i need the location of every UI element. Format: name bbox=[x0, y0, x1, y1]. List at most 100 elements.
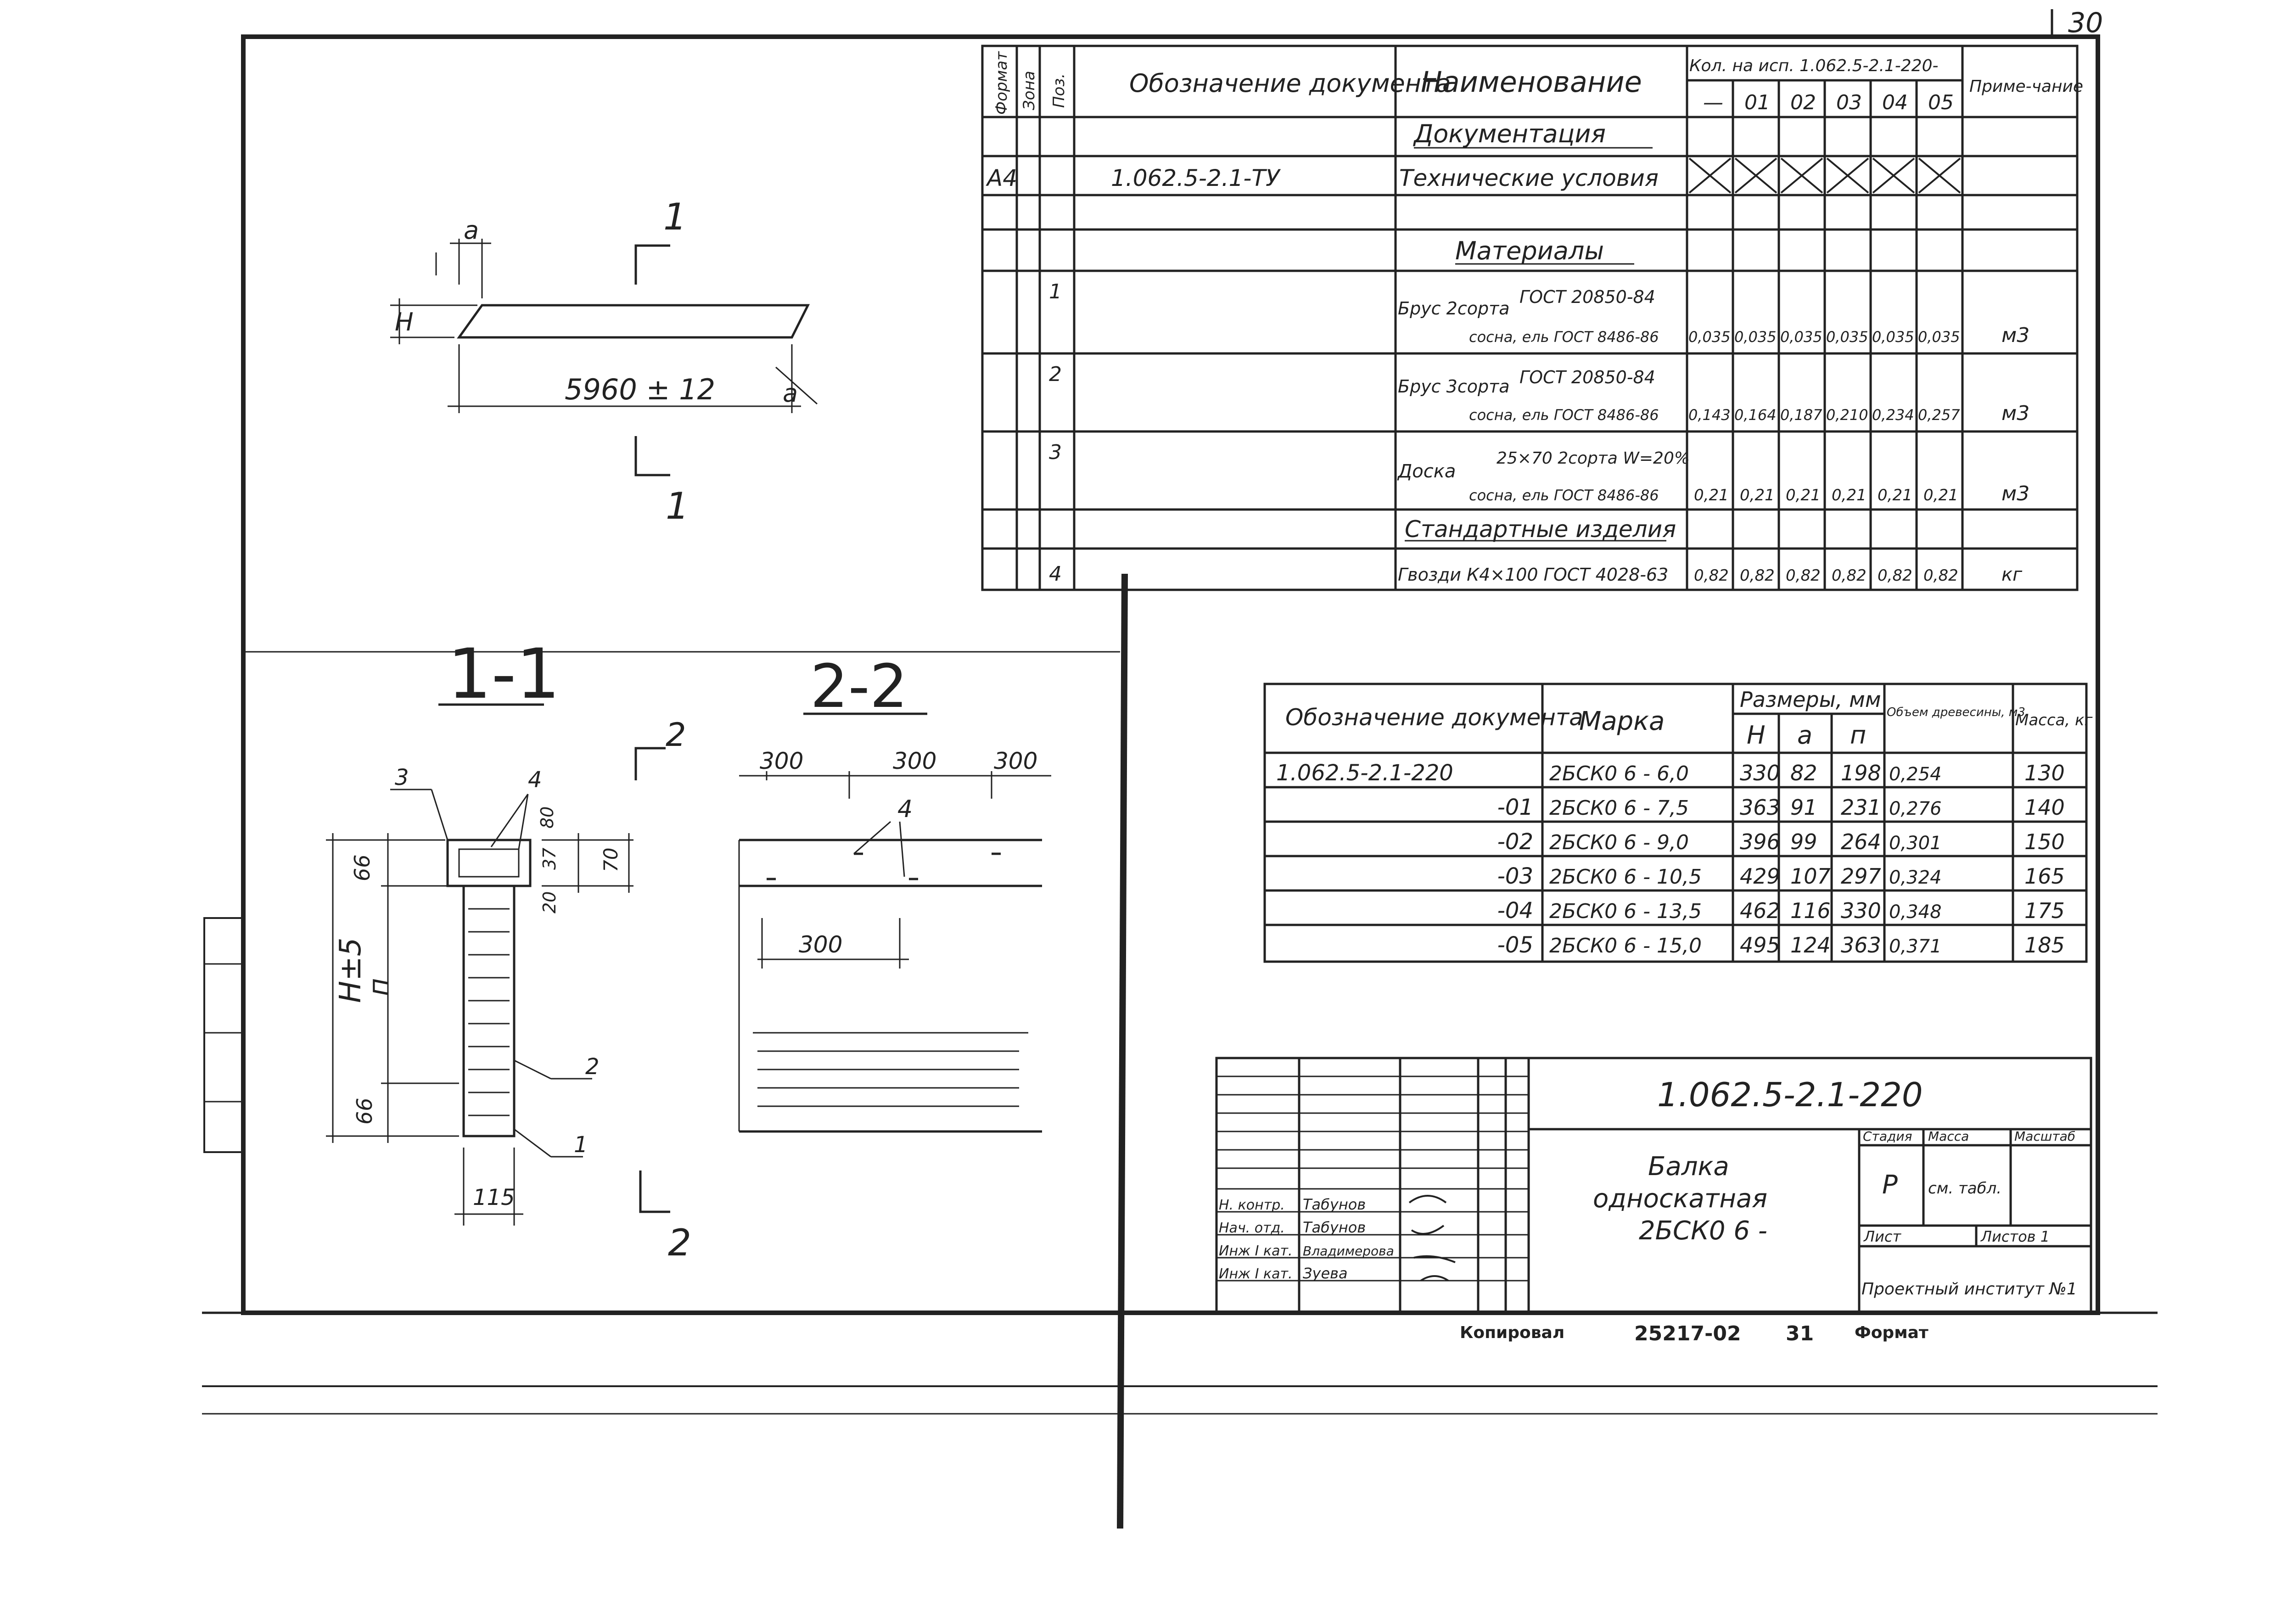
dims-cell-des: -03 bbox=[1497, 863, 1533, 889]
row-4-qty-2: 0,82 bbox=[1786, 566, 1821, 585]
row-2-qty-3: 0,210 bbox=[1826, 406, 1868, 424]
row-1-unit: м3 bbox=[2001, 324, 2029, 347]
section-materials: Материалы bbox=[1455, 236, 1604, 265]
qty-col-1: 01 bbox=[1744, 91, 1770, 114]
dim-300-a: 300 bbox=[760, 748, 803, 774]
dims-cell-a: 99 bbox=[1790, 829, 1817, 854]
signatures bbox=[1408, 1195, 1456, 1282]
pos-1: 1 bbox=[1049, 280, 1062, 303]
dims-cell-mass: 165 bbox=[2024, 864, 2065, 889]
role-2: Нач. отд. bbox=[1219, 1220, 1285, 1236]
row-2-qty-4: 0,234 bbox=[1872, 406, 1914, 424]
row-4-qty-0: 0,82 bbox=[1694, 566, 1729, 585]
row-3-qty-3: 0,21 bbox=[1832, 486, 1867, 504]
row-2-std: ГОСТ 20850-84 bbox=[1519, 367, 1655, 387]
row-4-qty-4: 0,82 bbox=[1878, 566, 1912, 585]
dims-header-sizes: Размеры, мм bbox=[1740, 687, 1881, 712]
qty-col-5: 05 bbox=[1928, 91, 1954, 114]
elev-a-top: а bbox=[464, 216, 479, 245]
pos-label-4-sec1: 4 bbox=[528, 767, 542, 793]
pos-label-4-sec2: 4 bbox=[897, 795, 913, 823]
dims-cell-mass: 150 bbox=[2024, 829, 2065, 854]
row-1-std: ГОСТ 20850-84 bbox=[1519, 287, 1655, 307]
scale-header: Масштаб bbox=[2014, 1129, 2075, 1144]
dims-cell-des: -01 bbox=[1497, 795, 1533, 820]
dims-cell-mark: 2БСК0 6 - 10,5 bbox=[1549, 865, 1702, 889]
row-2-name: Брус 3сорта bbox=[1398, 376, 1510, 397]
pos-label-1: 1 bbox=[574, 1132, 588, 1158]
dims-cell-mass: 130 bbox=[2024, 761, 2065, 785]
dims-cell-vol: 0,371 bbox=[1889, 936, 1942, 957]
dims-cell-des: -02 bbox=[1497, 829, 1533, 855]
dims-cell-vol: 0,254 bbox=[1889, 764, 1942, 785]
row-4-qty-5: 0,82 bbox=[1923, 566, 1958, 585]
beam-elevation bbox=[390, 239, 818, 476]
dim-66-top: 66 bbox=[350, 854, 375, 881]
mass-header: Масса bbox=[1928, 1129, 1969, 1144]
dims-header-a: а bbox=[1797, 721, 1812, 750]
qty-col-0: — bbox=[1703, 91, 1723, 114]
name-1: Табунов bbox=[1303, 1196, 1366, 1213]
row-4-unit: кг bbox=[2001, 564, 2023, 585]
dims-cell-des: 1.062.5-2.1-220 bbox=[1276, 760, 1453, 786]
row-1-qty-0: 0,035 bbox=[1688, 328, 1731, 346]
dims-cell-vol: 0,348 bbox=[1889, 902, 1942, 923]
dims-cell-h: 462 bbox=[1740, 898, 1780, 923]
row-1-sub: сосна, ель ГОСТ 8486-86 bbox=[1469, 328, 1659, 346]
row-2-qty-0: 0,143 bbox=[1688, 406, 1731, 424]
dims-cell-mark: 2БСК0 6 - 9,0 bbox=[1549, 831, 1689, 854]
dims-cell-mark: 2БСК0 6 - 15,0 bbox=[1549, 934, 1702, 958]
dim-h-total: Н±5 bbox=[334, 938, 368, 1003]
dims-cell-p: 297 bbox=[1841, 864, 1881, 889]
dims-header-mark: Марка bbox=[1579, 706, 1665, 736]
row-3-name: Доска bbox=[1397, 461, 1456, 482]
pos-4: 4 bbox=[1049, 562, 1062, 586]
dims-table-header: Обозначение документа Марка Размеры, мм … bbox=[1285, 687, 2093, 750]
section-standard: Стандартные изделия bbox=[1405, 516, 1676, 543]
title-line-2: односкатная bbox=[1593, 1184, 1767, 1214]
dims-cell-mark: 2БСК0 6 - 13,5 bbox=[1549, 900, 1702, 923]
row-4-qty-1: 0,82 bbox=[1740, 566, 1775, 585]
stage-header: Стадия bbox=[1863, 1129, 1912, 1144]
footer-format: Формат bbox=[1855, 1323, 1928, 1342]
row-1-qty-3: 0,035 bbox=[1826, 328, 1868, 346]
dims-cell-mass: 185 bbox=[2024, 933, 2065, 958]
row-3-unit: м3 bbox=[2001, 482, 2029, 505]
row-format: А4 bbox=[986, 165, 1017, 191]
organization: Проектный институт №1 bbox=[1861, 1280, 2077, 1299]
dim-300-d: 300 bbox=[799, 931, 842, 958]
row-4-qty-3: 0,82 bbox=[1832, 566, 1867, 585]
dims-cell-mass: 140 bbox=[2024, 795, 2065, 820]
footer: Копировал 25217-02 31 Формат bbox=[1460, 1322, 1928, 1345]
row-2-qty-2: 0,187 bbox=[1780, 406, 1822, 424]
dims-header-p: п bbox=[1850, 721, 1866, 750]
dims-cell-p: 363 bbox=[1841, 933, 1881, 958]
title-block bbox=[1215, 1057, 2092, 1314]
dims-cell-des: -04 bbox=[1497, 898, 1533, 924]
dims-cell-h: 330 bbox=[1740, 761, 1780, 785]
section-2-2-title: 2-2 bbox=[810, 651, 908, 721]
section-1-1 bbox=[326, 747, 670, 1226]
elev-a-end: а bbox=[783, 379, 798, 408]
header-pos: Поз. bbox=[1050, 73, 1068, 108]
footer-order: 25217-02 bbox=[1634, 1322, 1741, 1345]
header-format: Формат bbox=[992, 51, 1011, 115]
spec-table bbox=[981, 45, 2079, 591]
dims-cell-mark: 2БСК0 6 - 7,5 bbox=[1549, 796, 1689, 820]
sheet-number: 30 bbox=[2068, 7, 2103, 39]
header-zone: Зона bbox=[1020, 71, 1038, 110]
dims-cell-a: 107 bbox=[1790, 864, 1831, 889]
name-3: Владимерова bbox=[1303, 1243, 1394, 1259]
elev-h: Н bbox=[395, 308, 414, 336]
dims-cell-vol: 0,301 bbox=[1889, 833, 1942, 854]
pos-label-3: 3 bbox=[395, 765, 409, 790]
footer-copied: Копировал bbox=[1460, 1323, 1564, 1342]
dim-300-b: 300 bbox=[893, 748, 936, 774]
dims-cell-des: -05 bbox=[1497, 932, 1533, 958]
cut-2-top: 2 bbox=[666, 716, 686, 754]
row-3-qty-2: 0,21 bbox=[1786, 486, 1821, 504]
section-1-1-title: 1-1 bbox=[448, 634, 560, 714]
dims-cell-p: 231 bbox=[1841, 795, 1881, 820]
document-code: 1.062.5-2.1-220 bbox=[1657, 1075, 1923, 1114]
dims-header-designation: Обозначение документа bbox=[1285, 704, 1583, 731]
